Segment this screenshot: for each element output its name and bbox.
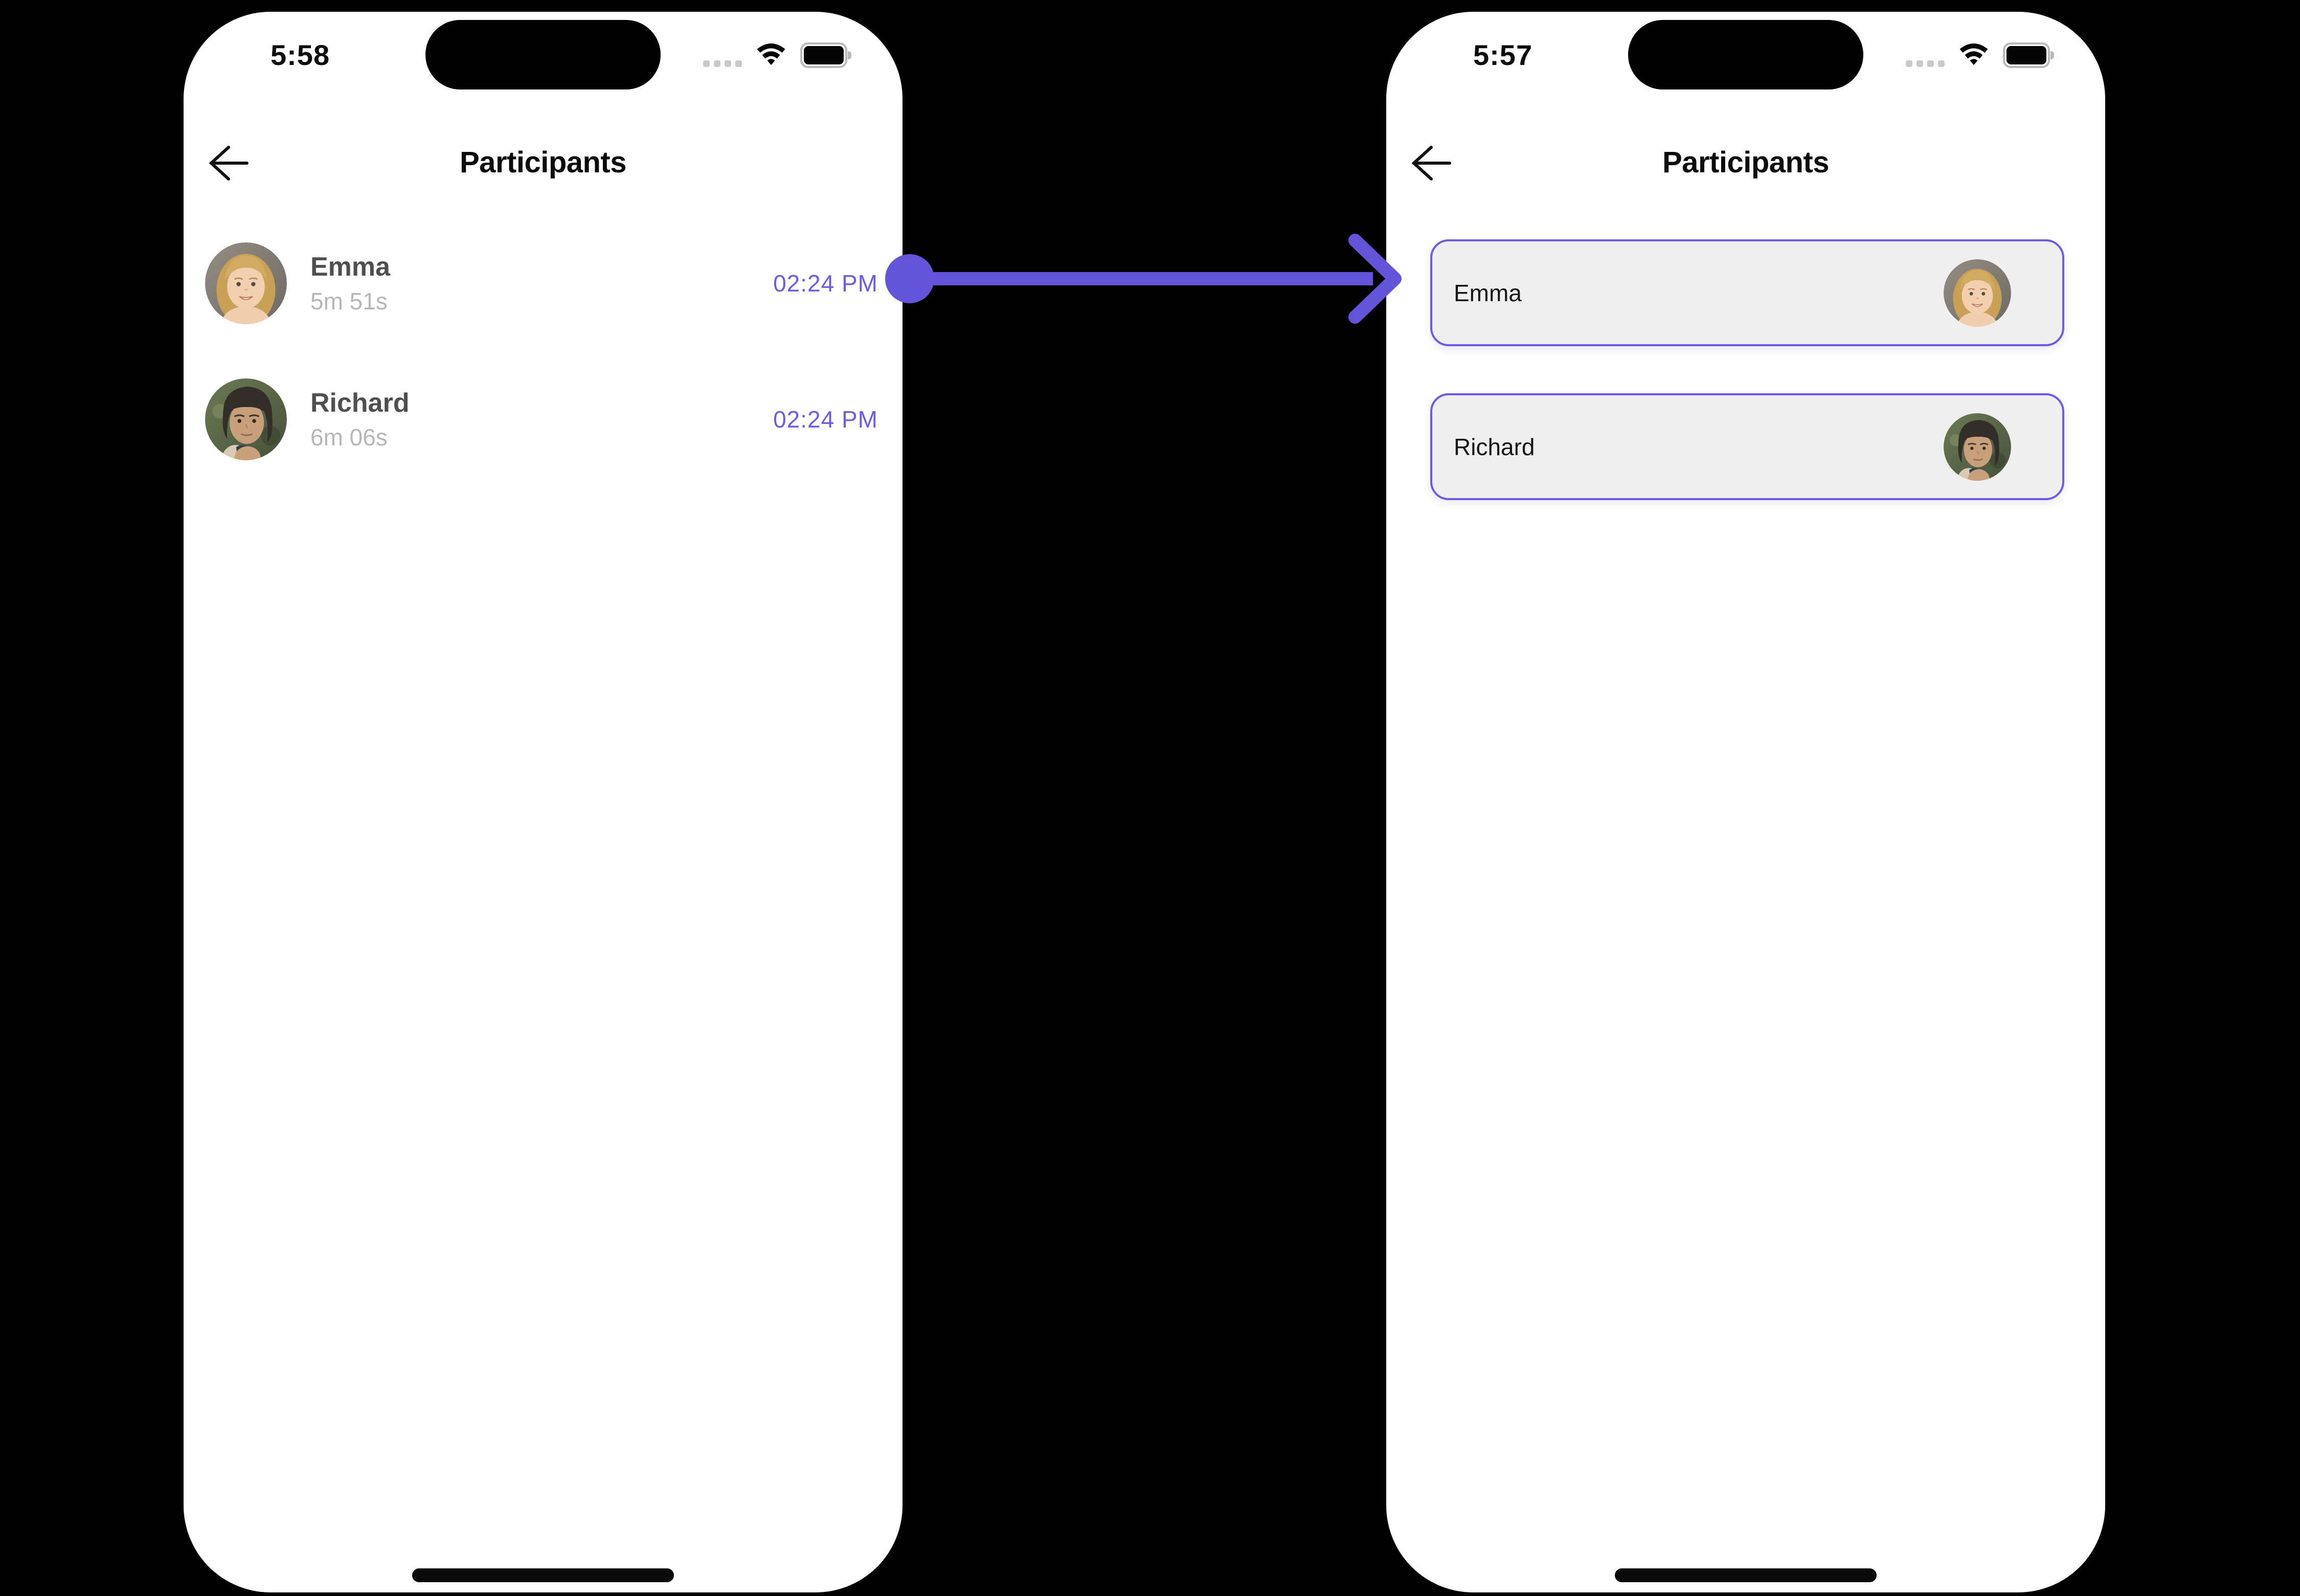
list-item-emma[interactable]: Emma 5m 51s 02:24 PM — [205, 242, 878, 324]
page-title: Participants — [460, 146, 627, 179]
participant-texts: Emma 5m 51s — [310, 252, 390, 315]
participant-name: Richard — [310, 388, 410, 418]
nav-bar-right: Participants — [1386, 143, 2105, 184]
participant-duration: 6m 06s — [310, 424, 388, 451]
participant-join-time: 02:24 PM — [773, 270, 878, 297]
status-time: 5:57 — [1473, 39, 1533, 71]
page-title: Participants — [1662, 146, 1830, 179]
phone-left: 5:58 Participants — [184, 12, 903, 1592]
arrow-right-connector — [885, 234, 1402, 324]
participant-name: Emma — [1454, 279, 1522, 306]
home-indicator-bar[interactable] — [412, 1568, 674, 1582]
home-indicator-bar[interactable] — [1615, 1568, 1877, 1582]
back-button[interactable] — [206, 145, 249, 182]
battery-full-icon — [800, 42, 851, 68]
participant-name: Emma — [310, 252, 391, 282]
status-time: 5:58 — [270, 39, 330, 71]
back-button[interactable] — [1409, 145, 1452, 182]
dynamic-island — [1628, 20, 1863, 89]
status-icons — [703, 41, 851, 68]
nav-bar-left: Participants — [184, 143, 903, 184]
participant-name: Richard — [1454, 433, 1535, 460]
participant-texts: Richard 6m 06s — [310, 388, 410, 451]
participant-duration: 5m 51s — [310, 288, 388, 314]
phone-right: 5:57 Participants — [1386, 12, 2105, 1592]
status-icons — [1906, 41, 2054, 68]
wifi-icon — [1957, 42, 1990, 68]
avatar-emma — [205, 242, 287, 324]
avatar-emma — [1944, 259, 2011, 327]
participant-cards: Emma — [1430, 239, 2064, 500]
cellular-dots-icon — [1906, 60, 1945, 68]
dynamic-island — [425, 20, 661, 89]
arrow-left-icon — [1411, 146, 1451, 181]
battery-full-icon — [2003, 42, 2054, 68]
arrow-left-icon — [209, 146, 249, 181]
wifi-icon — [755, 42, 787, 68]
avatar-richard — [1944, 413, 2011, 481]
list-item-richard[interactable]: Richard 6m 06s 02:24 PM — [205, 378, 878, 460]
participant-join-time: 02:24 PM — [773, 406, 878, 433]
card-emma[interactable]: Emma — [1430, 239, 2064, 346]
card-richard[interactable]: Richard — [1430, 393, 2064, 500]
participants-list: Emma 5m 51s 02:24 PM — [205, 242, 878, 460]
cellular-dots-icon — [703, 60, 742, 68]
avatar-richard — [205, 378, 287, 460]
